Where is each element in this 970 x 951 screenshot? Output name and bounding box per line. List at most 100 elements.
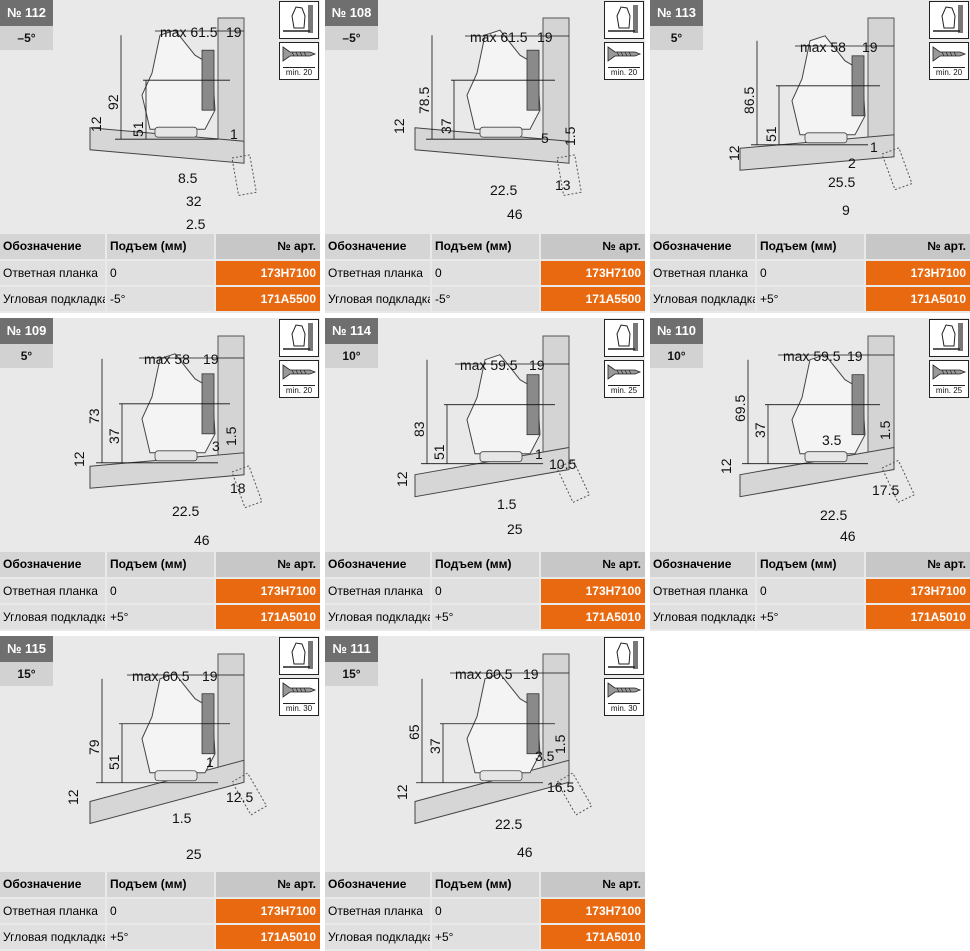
column-header-art_no: № арт. [216,872,320,897]
dimension-label: 79 [86,739,102,755]
table-row: Угловая подкладка-5°171A5500 [325,287,645,311]
dimension-label: 16.5 [547,779,574,795]
dimension-label: 32 [186,193,202,209]
dimension-label: max 59.5 [460,357,518,373]
column-header-lift: Подъем (мм) [757,552,864,577]
hinge-number-badge: № 114 [325,318,378,344]
screw-icon: min. 20 [604,42,644,80]
article-number-cell[interactable]: 173H7100 [216,579,320,603]
screw-icon: min. 25 [929,360,969,398]
open-door-outline [556,772,593,816]
dimension-label: max 58 [144,351,190,367]
dimension-label: 19 [203,351,219,367]
lift-cell: -5° [107,287,214,311]
open-door-outline [231,772,268,816]
opening-angle-badge: 15° [0,662,53,686]
article-number-cell[interactable]: 173H7100 [866,261,970,285]
article-number-cell[interactable]: 173H7100 [541,261,645,285]
table-row: Угловая подкладка+5°171A5010 [325,925,645,949]
dimension-label: 1.5 [877,420,893,440]
article-number-cell[interactable]: 171A5500 [541,287,645,311]
column-header-art_no: № арт. [216,552,320,577]
dimension-label: 19 [523,666,539,682]
article-number-cell[interactable]: 173H7100 [541,899,645,923]
designation-cell: Ответная планка [325,579,430,603]
table-row: Угловая подкладка+5°171A5010 [0,605,320,629]
article-number-cell[interactable]: 173H7100 [541,579,645,603]
article-number-cell[interactable]: 171A5010 [216,925,320,949]
lift-cell: 0 [107,579,214,603]
dimension-label: 12 [71,451,87,467]
article-number-cell[interactable]: 171A5010 [866,605,970,629]
dimension-label: max 61.5 [160,24,218,40]
article-number-cell[interactable]: 171A5010 [541,605,645,629]
hinge-arm [466,673,541,774]
designation-cell: Угловая подкладка [325,605,430,629]
hinge-number-badge: № 111 [325,636,378,662]
column-header-lift: Подъем (мм) [757,234,864,259]
column-header-designation: Обозначение [650,234,755,259]
designation-cell: Угловая подкладка [650,287,755,311]
designation-cell: Ответная планка [325,899,430,923]
dimension-label: max 60.5 [132,668,190,684]
table-row: Угловая подкладка+5°171A5010 [650,605,970,629]
hinge-mount-icon [604,319,644,357]
column-header-designation: Обозначение [325,552,430,577]
column-header-art_no: № арт. [866,552,970,577]
opening-angle-badge: 10° [325,344,378,368]
article-number-cell[interactable]: 173H7100 [216,261,320,285]
article-number-cell[interactable]: 173H7100 [866,579,970,603]
lift-cell: +5° [107,925,214,949]
column-header-lift: Подъем (мм) [107,234,214,259]
designation-cell: Ответная планка [650,579,755,603]
cabinet-side [542,335,570,455]
article-number-cell[interactable]: 173H7100 [216,899,320,923]
dimension-label: max 59.5 [783,348,841,364]
article-number-cell[interactable]: 171A5500 [216,287,320,311]
column-header-designation: Обозначение [325,234,430,259]
dimension-label: 12 [394,784,410,800]
hinge-arm [141,673,216,774]
lift-cell: +5° [757,287,864,311]
dimension-label: 46 [517,844,533,860]
designation-cell: Ответная планка [650,261,755,285]
hinge-number-badge: № 115 [0,636,53,662]
open-door-outline [556,154,582,197]
dimension-label: 19 [226,24,242,40]
dimension-label: 83 [411,421,427,437]
dimension-label: 73 [86,408,102,424]
column-header-designation: Обозначение [0,872,105,897]
article-number-cell[interactable]: 171A5010 [541,925,645,949]
dimension-label: 19 [862,39,878,55]
dimension-label: 37 [752,422,768,438]
article-number-cell[interactable]: 171A5010 [216,605,320,629]
hinge-mount-icon [604,637,644,675]
article-number-cell[interactable]: 171A5010 [866,287,970,311]
dimension-label: 1.5 [552,734,568,754]
hinge-mount-icon [604,1,644,39]
designation-cell: Ответная планка [0,899,105,923]
dimension-label: 37 [106,428,122,444]
dimension-label: 17.5 [872,482,899,498]
table-row: Угловая подкладка+5°171A5010 [0,925,320,949]
designation-cell: Угловая подкладка [650,605,755,629]
dimension-label: 1 [206,754,214,770]
dimension-label: 1.5 [172,810,192,826]
